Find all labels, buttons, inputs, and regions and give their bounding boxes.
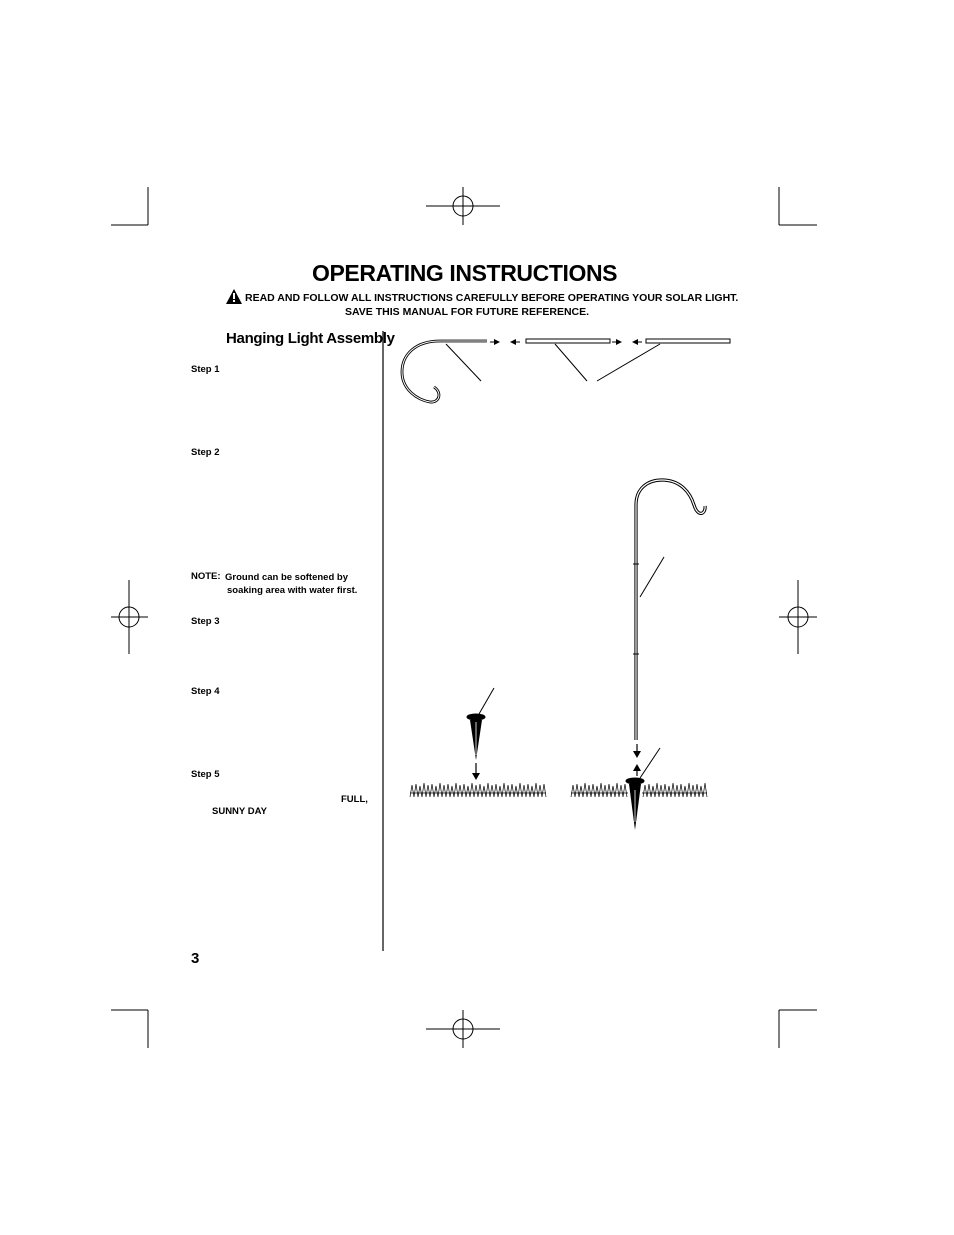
assembled-pole-illustration [570,478,708,830]
pole-segment-middle [525,338,611,344]
warning-line-2: SAVE THIS MANUAL FOR FUTURE REFERENCE. [345,306,590,318]
note-line-2: soaking area with water first. [227,585,358,596]
crop-mark-top-left [111,187,149,226]
crop-mark-top-right [778,187,817,226]
page-number: 3 [191,950,200,967]
hook-piece [400,339,487,404]
step-4-label: Step 4 [191,686,220,697]
note-line-1: Ground can be softened by [225,572,348,583]
note-text: Ground can be softened by soaking area w… [225,571,357,597]
pole-parts-illustration [400,338,731,404]
section-heading: Hanging Light Assembly [226,330,395,347]
step-5-emphasis-full: FULL, [341,794,368,805]
ground-stake-illustration [409,687,547,798]
join-arrows-1 [490,339,520,345]
warning-line-1: READ AND FOLLOW ALL INSTRUCTIONS CAREFUL… [245,292,739,304]
registration-mark-right [779,580,817,654]
page-title: OPERATING INSTRUCTIONS [312,260,618,286]
step-5-label: Step 5 [191,769,220,780]
crop-mark-bottom-left [111,1009,149,1048]
pole-segment-end [645,338,731,344]
grass-left [409,782,547,798]
step-2-label: Step 2 [191,447,220,458]
step-1-label: Step 1 [191,364,220,375]
registration-mark-top [426,187,500,225]
crop-mark-bottom-right [778,1009,817,1048]
step-3-label: Step 3 [191,616,220,627]
registration-mark-left [111,580,148,654]
grass-right [570,782,708,798]
warning-triangle-icon [226,289,242,304]
registration-mark-bottom [426,1010,500,1048]
note-label: NOTE: [191,571,221,582]
step-5-emphasis-sunny-day: SUNNY DAY [212,806,267,817]
join-arrows-2 [612,339,642,345]
